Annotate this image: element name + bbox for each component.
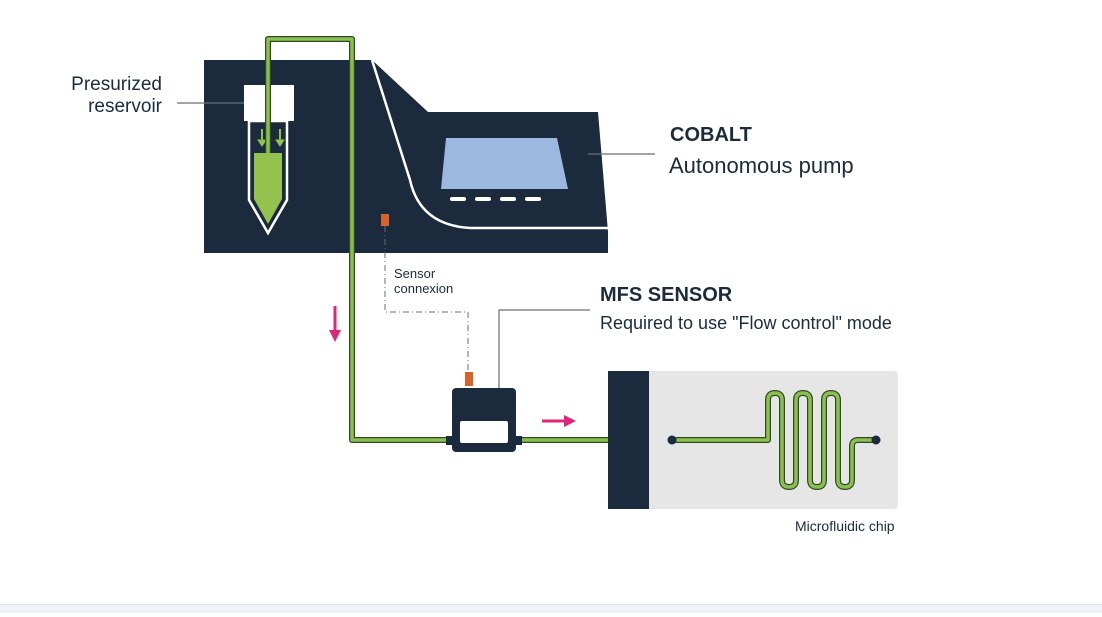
pump-edge-line: [370, 59, 608, 230]
tube-inlet: [266, 37, 454, 442]
microfluidic-chip: [608, 371, 898, 509]
cobalt-pump: [204, 59, 608, 253]
pump-button: [525, 197, 541, 201]
pump-body: [204, 60, 608, 253]
bottom-strip: [0, 604, 1102, 613]
sensor-port-in: [446, 436, 452, 445]
chip-holder: [608, 371, 649, 509]
chip-outlet: [871, 435, 881, 445]
mfs-sensor: [446, 372, 522, 452]
pump-title: COBALT: [670, 124, 752, 146]
mfs-subtitle: Required to use "Flow control" mode: [600, 313, 892, 333]
reservoir-label: Presurized reservoir: [70, 74, 162, 118]
reservoir-liquid: [254, 153, 282, 224]
reservoir-label-line2: reservoir: [88, 95, 162, 117]
flow-right-arrow-icon: [542, 415, 576, 427]
mfs-title: MFS SENSOR: [600, 284, 733, 306]
sensor-connexion-label: Sensor connexion: [394, 266, 454, 297]
pump-subtitle: Autonomous pump: [669, 153, 854, 178]
pump-sensor-port: [381, 214, 389, 226]
sensor-connexion-line1: Sensor: [394, 266, 436, 281]
chip-label: Microfluidic chip: [795, 518, 895, 534]
pump-button: [475, 197, 491, 201]
sensor-connexion-line2: connexion: [394, 280, 454, 296]
reservoir-label-line1: Presurized: [71, 74, 162, 95]
pump-button: [500, 197, 516, 201]
sensor-port-out: [516, 436, 522, 445]
sensor-connector: [465, 372, 473, 386]
mfs-leader-line: [498, 309, 590, 388]
pump-button: [450, 197, 466, 201]
pressure-arrow-icon: [257, 129, 285, 147]
pump-screen: [441, 138, 568, 189]
flow-down-arrow-icon: [329, 306, 341, 342]
sensor-connexion-line: [384, 226, 469, 372]
chip-channel: [672, 391, 876, 489]
sensor-display: [460, 421, 508, 443]
chip-inlet: [667, 435, 677, 445]
pump-buttons: [450, 197, 541, 201]
